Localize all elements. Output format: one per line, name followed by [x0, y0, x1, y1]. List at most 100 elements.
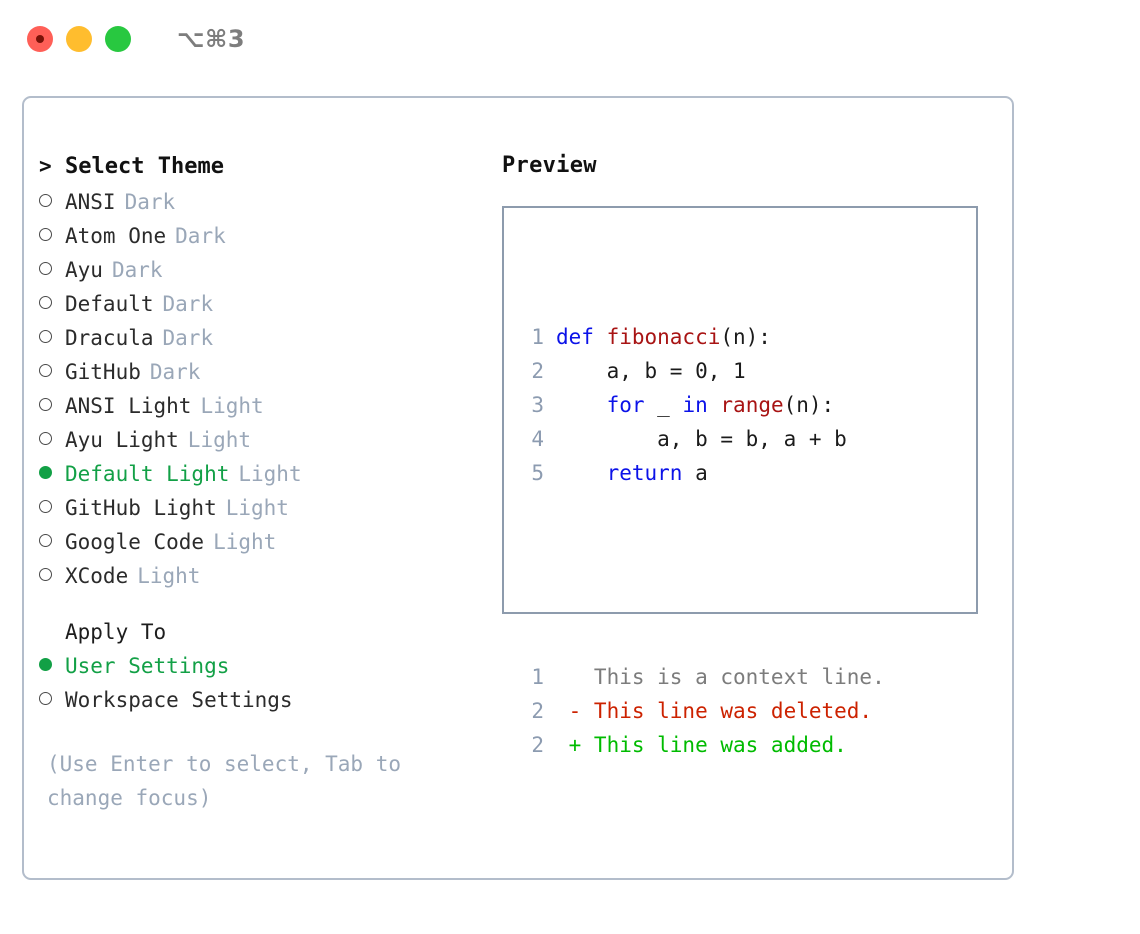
theme-item-label: Ayu Light [65, 428, 179, 452]
diff-sample: 1 This is a context line.2 - This line w… [518, 660, 885, 762]
theme-item-label: GitHub [65, 360, 141, 384]
apply-to-item[interactable]: Workspace Settings [39, 683, 469, 717]
theme-item-variant-tag: Dark [175, 224, 226, 248]
radio-unselected-icon[interactable] [39, 219, 65, 253]
radio-dot [39, 194, 52, 207]
code-token: return [606, 461, 683, 485]
diff-line-number: 1 [531, 665, 544, 689]
code-line: 4 a, b = b, a + b [518, 422, 885, 456]
code-token: def [556, 325, 607, 349]
theme-item-variant-tag: Dark [111, 258, 163, 282]
apply-to-item[interactable]: User Settings [39, 649, 469, 683]
radio-unselected-icon[interactable] [39, 423, 65, 457]
radio-unselected-icon[interactable] [39, 389, 65, 423]
diff-line-content: This is a context line. [556, 665, 885, 689]
code-token: for [606, 393, 645, 417]
radio-unselected-icon[interactable] [39, 355, 65, 389]
radio-selected-icon[interactable] [39, 649, 65, 683]
radio-dot [39, 692, 52, 705]
minimize-button[interactable] [66, 26, 92, 52]
radio-unselected-icon[interactable] [39, 321, 65, 355]
code-line-number: 5 [531, 461, 544, 485]
code-token: (n): [720, 325, 771, 349]
diff-line: 2 - This line was deleted. [518, 694, 885, 728]
theme-list-item[interactable]: Ayu Dark [39, 253, 469, 287]
title-bar: ⌥⌘3 [0, 0, 1140, 78]
radio-selected-icon[interactable] [39, 457, 65, 491]
theme-item-label: GitHub Light [65, 496, 217, 520]
radio-dot [39, 568, 52, 581]
code-token: a [682, 461, 708, 485]
maximize-button[interactable] [105, 26, 131, 52]
code-token: range [720, 393, 784, 417]
code-token: (n): [783, 393, 835, 417]
radio-unselected-icon[interactable] [39, 253, 65, 287]
apply-to-item-label: User Settings [65, 654, 230, 678]
radio-unselected-icon[interactable] [39, 559, 65, 593]
radio-unselected-icon[interactable] [39, 683, 65, 717]
theme-item-variant-tag: Dark [162, 292, 214, 316]
keyboard-shortcut-label: ⌥⌘3 [177, 25, 246, 53]
radio-dot [39, 262, 52, 275]
theme-item-variant-tag: Dark [162, 326, 214, 350]
code-line: 3 for _ in range(n): [518, 388, 885, 422]
window-controls [27, 26, 131, 52]
theme-item-variant-tag: Light [213, 530, 277, 554]
diff-line: 1 This is a context line. [518, 660, 885, 694]
radio-unselected-icon[interactable] [39, 287, 65, 321]
theme-list-item[interactable]: Ayu Light Light [39, 423, 469, 457]
theme-item-variant-tag: Light [187, 428, 252, 452]
radio-unselected-icon[interactable] [39, 185, 65, 219]
select-theme-heading: > Select Theme [39, 148, 469, 185]
radio-dot [39, 398, 52, 411]
theme-item-variant-tag: Dark [124, 190, 176, 214]
close-button[interactable] [27, 26, 53, 52]
theme-item-label: Dracula [65, 326, 154, 350]
section-gap [39, 593, 469, 615]
diff-line-number: 2 [531, 733, 544, 757]
code-token: a, b = b, a + b [556, 427, 847, 451]
code-line-number: 4 [531, 427, 544, 451]
code-line-number: 1 [531, 325, 544, 349]
theme-item-label: Ayu [65, 258, 103, 282]
apply-to-item-label: Workspace Settings [65, 688, 293, 712]
theme-item-label: ANSI [65, 190, 116, 214]
theme-list-item[interactable]: ANSI Dark [39, 185, 469, 219]
radio-unselected-icon[interactable] [39, 491, 65, 525]
theme-item-label: XCode [65, 564, 129, 588]
code-token: in [682, 393, 708, 417]
diff-line-number: 2 [531, 699, 544, 723]
theme-item-variant-tag: Light [238, 462, 302, 486]
theme-item-label: Default [65, 292, 154, 316]
theme-list-item[interactable]: Default Dark [39, 287, 469, 321]
theme-item-variant-tag: Light [200, 394, 264, 418]
code-token [708, 388, 721, 422]
radio-dot [39, 466, 52, 479]
theme-item-label: Default Light [65, 462, 230, 486]
radio-dot [39, 228, 52, 241]
theme-list-item[interactable]: Atom One Dark [39, 219, 469, 253]
theme-list-item[interactable]: ANSI Light Light [39, 389, 469, 423]
theme-item-label: Google Code [65, 530, 205, 554]
theme-item-label: ANSI Light [65, 394, 192, 418]
code-token [556, 388, 607, 422]
radio-unselected-icon[interactable] [39, 525, 65, 559]
caret-icon: > [39, 154, 52, 178]
radio-dot [39, 296, 52, 309]
theme-item-label: Atom One [65, 224, 167, 248]
theme-list-item[interactable]: Dracula Dark [39, 321, 469, 355]
theme-list-item[interactable]: Default Light Light [39, 457, 469, 491]
theme-list-item[interactable]: Google Code Light [39, 525, 469, 559]
radio-dot [39, 534, 52, 547]
